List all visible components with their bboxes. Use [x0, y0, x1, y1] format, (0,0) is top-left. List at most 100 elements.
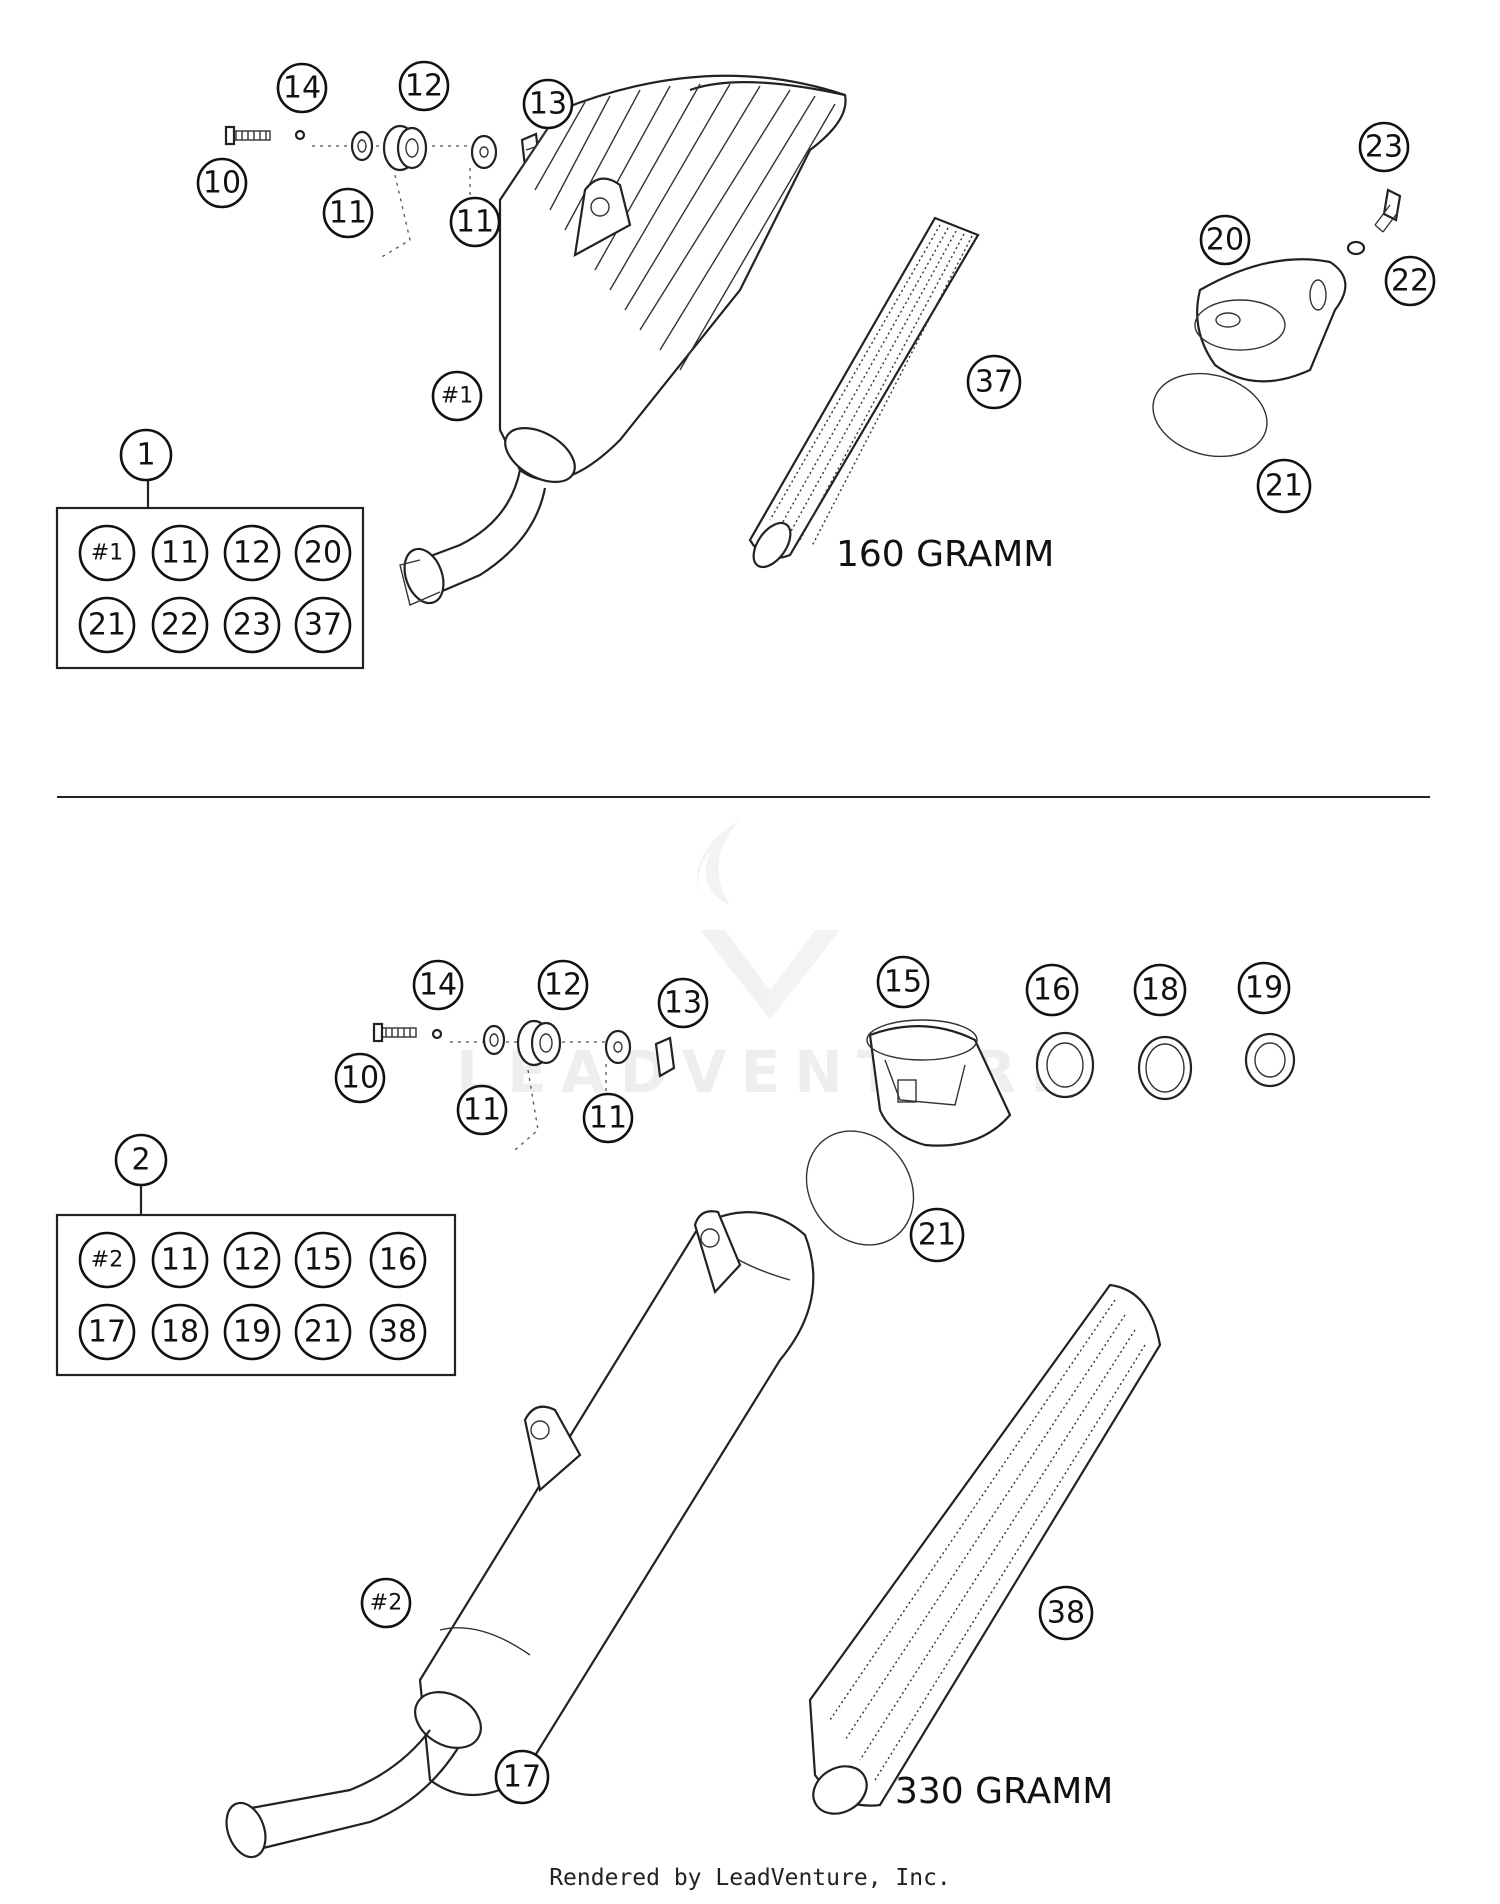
clip-13-part	[654, 1036, 676, 1078]
svg-text:22: 22	[161, 608, 199, 643]
callout-37: 37	[966, 354, 1022, 410]
silencer-2-part	[225, 1210, 815, 1859]
callout-10: 10	[196, 157, 248, 209]
svg-text:23: 23	[1365, 130, 1403, 165]
svg-text:#2: #2	[370, 1591, 402, 1616]
washer-11-part	[350, 130, 374, 162]
callout-11: 11	[322, 187, 374, 239]
bolt-10-part	[372, 1022, 417, 1043]
kit-2-item: 15	[294, 1231, 352, 1289]
svg-text:20: 20	[304, 536, 342, 571]
callout-14: 14	[412, 959, 464, 1011]
svg-text:1: 1	[136, 438, 155, 473]
kit-2-item: 21	[294, 1303, 352, 1361]
svg-text:16: 16	[1033, 973, 1071, 1008]
svg-text:11: 11	[161, 1243, 199, 1278]
washer-11b-part	[470, 134, 498, 170]
kit-2-item: 19	[223, 1303, 281, 1361]
svg-text:#1: #1	[441, 384, 473, 409]
svg-text:16: 16	[379, 1243, 417, 1278]
washer-14-part	[294, 129, 306, 141]
packing-weight-330: 330 GRAMM	[895, 1771, 1113, 1812]
kit-2-item: 11	[151, 1231, 209, 1289]
callout-22: 22	[1384, 255, 1436, 307]
svg-text:12: 12	[405, 69, 443, 104]
svg-text:14: 14	[283, 71, 321, 106]
grommet-12-part	[516, 1019, 562, 1067]
callout-12: 12	[537, 959, 589, 1011]
watermark-flame-icon	[696, 820, 840, 1020]
bolt-10-part	[224, 125, 271, 146]
svg-text:12: 12	[233, 536, 271, 571]
kit-1-item: 37	[294, 596, 352, 654]
footer-credit: Rendered by LeadVenture, Inc.	[549, 1865, 951, 1891]
callout-11b: 11	[582, 1092, 634, 1144]
callout-13: 13	[657, 977, 709, 1029]
nut-19-part	[1244, 1032, 1296, 1088]
svg-text:2: 2	[131, 1143, 150, 1178]
kit-1-callout: 1	[119, 428, 173, 482]
ring-18-part	[1137, 1035, 1193, 1101]
o-ring-21-part	[805, 1130, 915, 1246]
kit-2-box	[55, 1213, 457, 1377]
callout-11b: 11	[449, 196, 501, 248]
svg-text:19: 19	[1245, 971, 1283, 1006]
svg-text:11: 11	[589, 1101, 627, 1136]
svg-text:14: 14	[419, 968, 457, 1003]
svg-text:17: 17	[503, 1760, 541, 1795]
callout-23: 23	[1358, 121, 1410, 173]
svg-text:20: 20	[1206, 223, 1244, 258]
svg-text:18: 18	[161, 1315, 199, 1350]
svg-text:21: 21	[304, 1315, 342, 1350]
callout-14: 14	[276, 62, 328, 114]
svg-text:15: 15	[304, 1243, 342, 1278]
callout-16: 16	[1025, 963, 1079, 1017]
washer-11b-part	[604, 1029, 632, 1065]
silencer-1-part	[399, 74, 847, 606]
svg-text:15: 15	[884, 965, 922, 1000]
kit-2-items: #2 11 12 15 16 17 18 19 21 38	[78, 1231, 427, 1361]
svg-text:11: 11	[161, 536, 199, 571]
packing-weight-160: 160 GRAMM	[836, 534, 1054, 575]
kit-1-item: 20	[294, 524, 352, 582]
svg-text:22: 22	[1391, 264, 1429, 299]
bushing-16-part	[1035, 1031, 1095, 1099]
callout-17: 17	[494, 1749, 550, 1805]
svg-text:17: 17	[88, 1315, 126, 1350]
kit-1-item: 11	[151, 524, 209, 582]
nut-22-part	[1346, 240, 1366, 256]
end-cap-15-part	[866, 1019, 1012, 1147]
packing-38-part	[808, 1283, 1162, 1815]
callout-12: 12	[398, 60, 450, 112]
kit-2-item: 38	[369, 1303, 427, 1361]
washer-14-part	[431, 1028, 443, 1040]
svg-text:13: 13	[664, 986, 702, 1021]
svg-text:12: 12	[233, 1243, 271, 1278]
callout-10: 10	[334, 1052, 386, 1104]
svg-text:38: 38	[1047, 1596, 1085, 1631]
kit-2-item: 12	[223, 1231, 281, 1289]
callout-20: 20	[1199, 214, 1251, 266]
kit-1-item: 23	[223, 596, 281, 654]
end-cap-20-part	[1194, 258, 1347, 383]
kit-1-item: 22	[151, 596, 209, 654]
callout-38: 38	[1038, 1585, 1094, 1641]
kit-1-items: #1 11 12 20 21 22 23 37	[78, 524, 352, 654]
bolt-23-part	[1374, 188, 1402, 233]
top-group: 14 12 13 10 11 11 #1 37 23 20 22 21 1 #1…	[55, 60, 1436, 670]
callout-21: 21	[909, 1207, 965, 1263]
kit-2-item: 17	[78, 1303, 136, 1361]
svg-text:13: 13	[529, 87, 567, 122]
washer-11-part	[482, 1024, 506, 1056]
packing-37-part	[748, 216, 980, 569]
callout-hash-2: #2	[360, 1577, 412, 1629]
svg-text:11: 11	[463, 1093, 501, 1128]
svg-text:#1: #1	[91, 541, 123, 566]
svg-text:18: 18	[1141, 973, 1179, 1008]
callout-13: 13	[522, 78, 574, 130]
svg-text:23: 23	[233, 608, 271, 643]
svg-text:11: 11	[456, 205, 494, 240]
callout-15: 15	[876, 955, 930, 1009]
kit-2-callout: 2	[114, 1133, 168, 1187]
